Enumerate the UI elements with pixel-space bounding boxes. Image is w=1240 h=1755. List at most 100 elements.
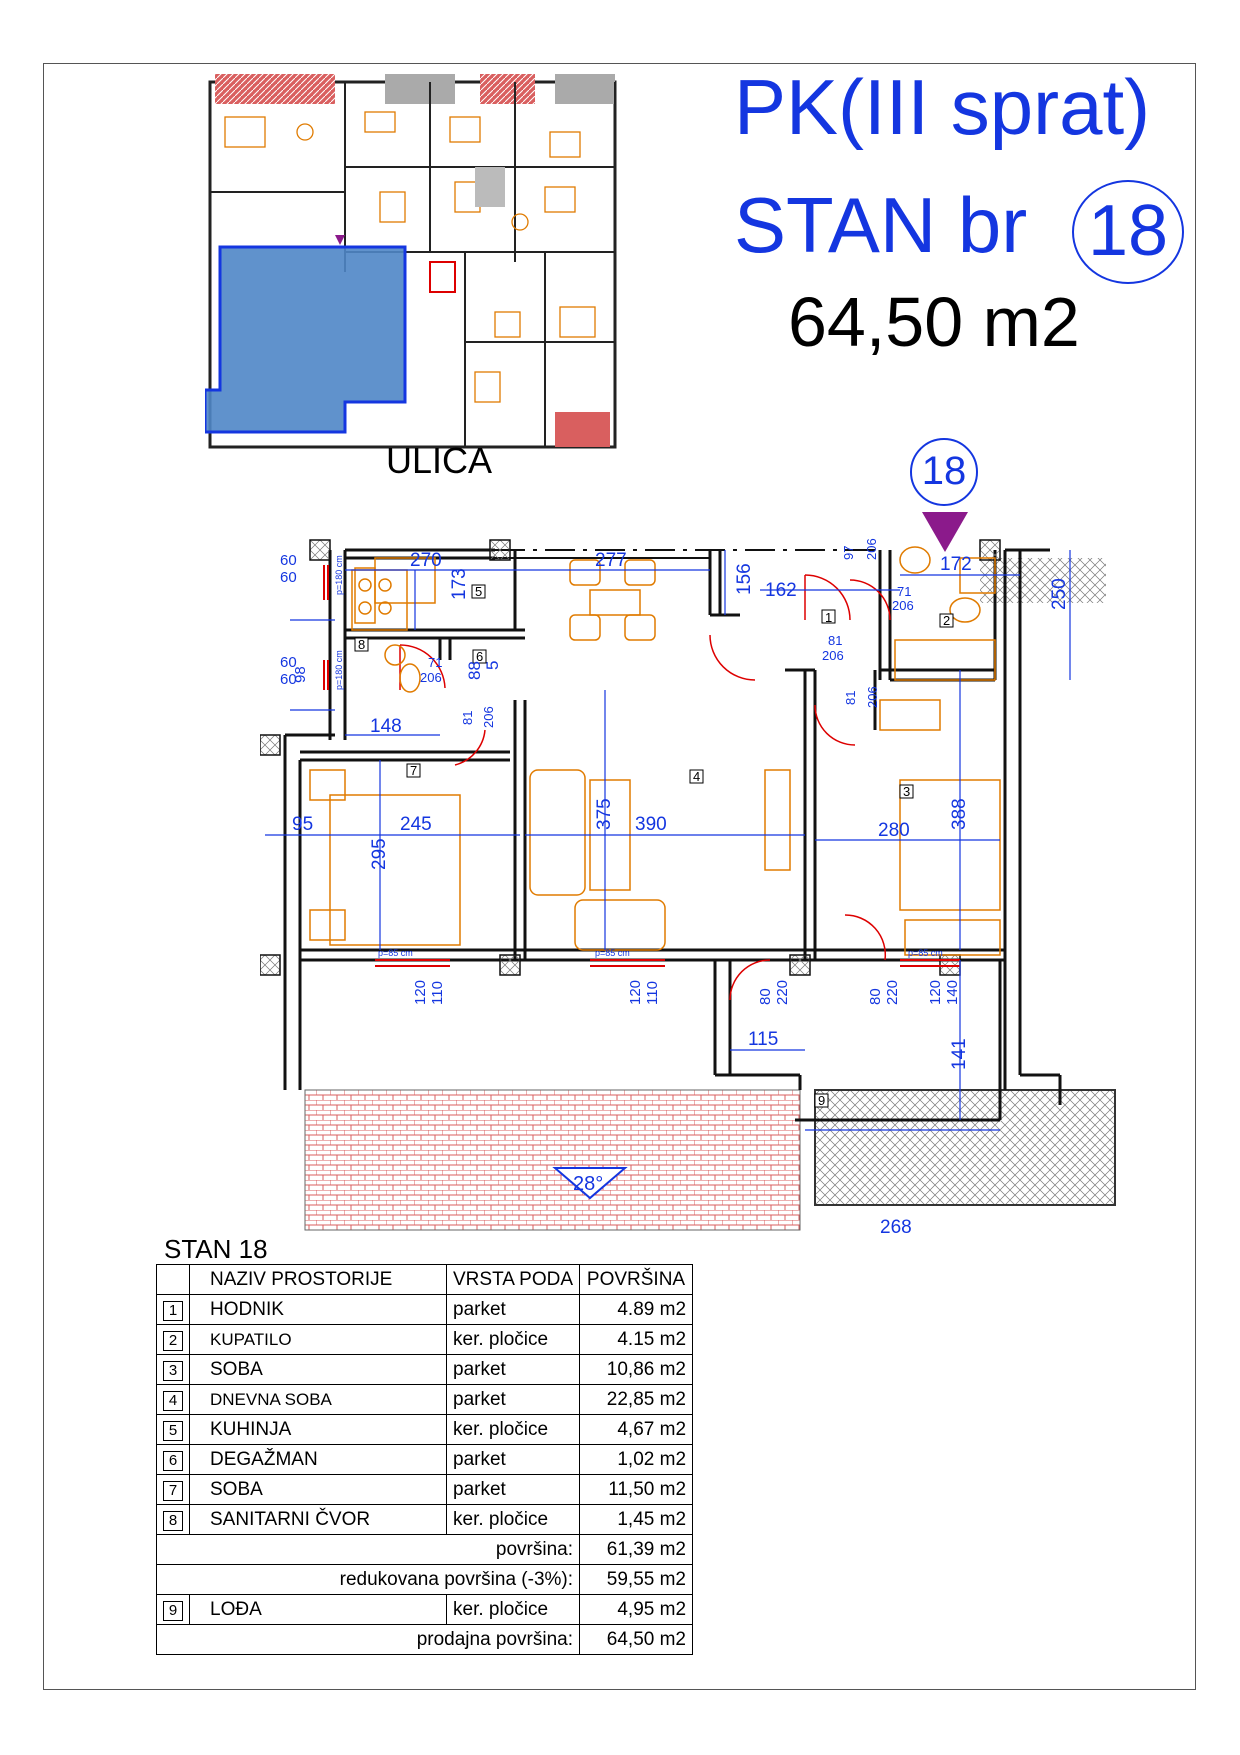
room-area: 4.15 m2 — [579, 1324, 694, 1355]
dim-text: 80 — [867, 988, 884, 1005]
dim-text: 140 — [944, 980, 961, 1005]
svg-text:7: 7 — [410, 763, 417, 778]
svg-text:1: 1 — [825, 610, 832, 625]
dim-text: 88 — [465, 661, 484, 680]
terrace — [304, 1089, 801, 1231]
room-number: 6 — [163, 1450, 183, 1471]
room-tag-2: 2 — [939, 613, 954, 628]
dim-text: 81 — [828, 633, 842, 648]
reduced-value: 59,55 m2 — [579, 1564, 694, 1595]
dim-text: 120 — [927, 980, 944, 1005]
dim-text: 110 — [644, 981, 661, 1005]
dim-text: 250 — [1049, 578, 1070, 610]
table-row: 8 SANITARNI ČVOR ker. pločice 1,45 m2 — [156, 1504, 694, 1535]
room-number: 3 — [163, 1360, 183, 1381]
window-note: p=85 cm — [595, 948, 630, 958]
window-note: p=180 cm — [334, 650, 344, 690]
room-tag-4: 4 — [689, 769, 704, 784]
svg-text:6: 6 — [476, 649, 483, 664]
total-area: 64,50 m2 — [788, 283, 1080, 361]
window-note: p=85 cm — [908, 948, 943, 958]
svg-text:4: 4 — [693, 769, 700, 784]
room-tag-9: 9 — [814, 1093, 829, 1108]
dim-text: 156 — [734, 563, 755, 595]
dim-text: 245 — [400, 814, 432, 835]
dim-text: 220 — [884, 980, 901, 1005]
sale-area-label: prodajna površina: — [155, 1624, 581, 1655]
street-label: ULICA — [386, 440, 493, 481]
dim-text: 60 — [280, 552, 297, 569]
dim-text: 206 — [865, 686, 880, 708]
dim-text: 120 — [627, 980, 644, 1005]
dim-text: 268 — [880, 1217, 912, 1238]
dim-text: 295 — [369, 838, 390, 870]
window-note: p=85 cm — [378, 948, 413, 958]
floor-type: ker. pločice — [445, 1414, 581, 1445]
floor-type: parket — [445, 1474, 581, 1505]
floor-title: PK(III sprat) — [734, 63, 1151, 151]
dim-text: 5 — [483, 661, 502, 670]
svg-text:2: 2 — [943, 613, 950, 628]
dim-text: 388 — [949, 798, 970, 830]
bathroom-tiles — [980, 558, 1106, 603]
dim-text: 80 — [757, 988, 774, 1005]
room-number: 2 — [163, 1330, 183, 1351]
dimension-labels: 60 60 60 60 98 270 173 277 156 162 97 20… — [280, 538, 1070, 1238]
room-number: 7 — [163, 1480, 183, 1501]
room-tag-5: 5 — [471, 584, 486, 599]
floor-type: ker. pločice — [445, 1594, 581, 1625]
dim-text: 162 — [765, 580, 797, 601]
dim-text: 206 — [864, 538, 879, 560]
header-floor-type: VRSTA PODA — [445, 1264, 581, 1295]
sale-area-value: 64,50 m2 — [579, 1624, 694, 1655]
loggia-floor — [814, 1089, 1116, 1206]
header-num — [156, 1264, 190, 1295]
dim-text: 60 — [280, 671, 297, 688]
table-row: 6 DEGAŽMAN parket 1,02 m2 — [156, 1444, 694, 1475]
key-plan — [205, 74, 617, 449]
dim-text: 120 — [412, 980, 429, 1005]
room-area: 22,85 m2 — [579, 1384, 694, 1415]
dim-text: 115 — [748, 1029, 778, 1050]
table-row: 2 KUPATILO ker. pločice 4.15 m2 — [156, 1324, 694, 1355]
room-number: 9 — [163, 1600, 183, 1621]
keyplan-apartment-highlight — [205, 245, 407, 434]
room-area: 4,67 m2 — [579, 1414, 694, 1445]
dim-text: 206 — [420, 670, 442, 685]
room-name: DNEVNA SOBA — [189, 1384, 447, 1415]
room-name: HODNIK — [189, 1294, 447, 1325]
header-room-name: NAZIV PROSTORIJE — [189, 1264, 447, 1295]
floor-type: ker. pločice — [445, 1504, 581, 1535]
floor-type: parket — [445, 1444, 581, 1475]
room-number: 5 — [163, 1420, 183, 1441]
keyplan-balcony — [555, 412, 610, 447]
entry-number-circle: 18 — [910, 438, 978, 506]
room-area: 11,50 m2 — [579, 1474, 694, 1505]
dim-text: 81 — [460, 711, 475, 725]
floor-plan: 28° 1 2 3 4 5 6 7 8 9 60 60 60 60 98 270… — [260, 538, 1116, 1238]
room-area: 4.89 m2 — [579, 1294, 694, 1325]
dim-text: 71 — [428, 655, 442, 670]
room-name: LOĐA — [189, 1594, 447, 1625]
dim-text: 95 — [292, 814, 313, 835]
dim-text: 390 — [635, 814, 667, 835]
dim-text: 110 — [429, 981, 446, 1005]
subtotal-label: površina: — [155, 1534, 581, 1565]
dim-text: 60 — [280, 654, 297, 671]
room-tag-7: 7 — [406, 763, 421, 778]
dim-text: 71 — [897, 584, 911, 599]
room-tag-3: 3 — [899, 784, 914, 799]
subtotal-value: 61,39 m2 — [579, 1534, 694, 1565]
room-area: 4,95 m2 — [579, 1594, 694, 1625]
window-note: p=180 cm — [334, 555, 344, 595]
dim-text: 277 — [595, 550, 627, 571]
room-tag-1: 1 — [821, 609, 836, 625]
reduced-row: redukovana površina (-3%): 59,55 m2 — [155, 1564, 694, 1595]
svg-text:9: 9 — [818, 1093, 825, 1108]
dim-text: 375 — [594, 798, 615, 830]
room-number: 8 — [163, 1510, 183, 1531]
room-tag-6: 6 — [472, 649, 487, 664]
header-area: POVRŠINA — [579, 1264, 694, 1295]
room-area-table: NAZIV PROSTORIJE VRSTA PODA POVRŠINA 1 H… — [155, 1264, 694, 1655]
